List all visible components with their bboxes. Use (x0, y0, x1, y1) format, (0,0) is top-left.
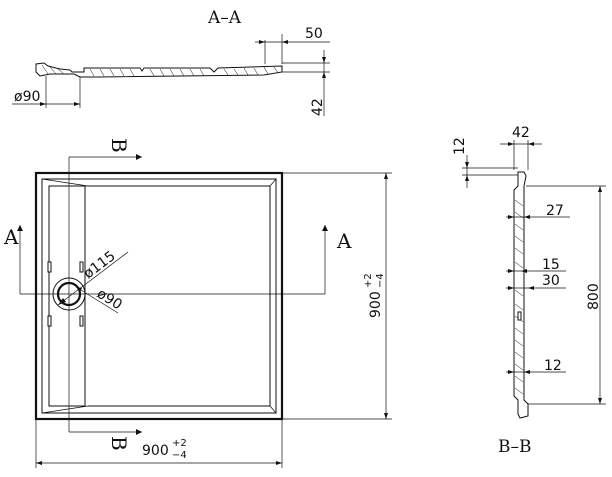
bb-27-arrow-right (524, 215, 530, 219)
bb-30-label: 30 (542, 273, 560, 289)
bb-15-arrow-left (508, 269, 514, 273)
plan-drain-inner-arrow (76, 287, 82, 292)
plan-width-label: 900 (142, 443, 169, 459)
bb-12-arrow-right (524, 370, 530, 374)
plan-drain-inner-label: ø90 (94, 286, 125, 314)
plan-bevel-tl (41, 178, 89, 187)
section-b-b-hatching (514, 199, 524, 395)
bb-27-label: 27 (546, 203, 564, 219)
plan-height-arrow-bottom (384, 413, 388, 419)
bb-top-arrow-left (508, 142, 514, 146)
bb-30-arrow-left (508, 286, 514, 290)
aa-width-arrow-right (282, 40, 288, 44)
plan-width-arrow-left (36, 461, 42, 465)
plan-view: ø115 ø90 B B A A 900 +2 −4 (3, 138, 392, 468)
aa-height-label: 42 (310, 98, 326, 116)
section-b-b-profile (513, 171, 529, 419)
bb-length-arrow-bottom (598, 398, 602, 404)
plan-drain-outer-leader (57, 251, 129, 306)
plan-height-tol-plus: +2 (363, 273, 374, 288)
plan-slot-2 (47, 315, 52, 327)
bb-12-label: 12 (544, 358, 562, 374)
plan-inner-frame (41, 178, 277, 414)
plan-slot-1 (47, 261, 52, 273)
bb-15-arrow-right (521, 269, 527, 273)
aa-width-label: 50 (305, 26, 323, 42)
bb-top-height-arrow-bottom (465, 175, 469, 181)
section-b-b: B–B 42 12 800 27 15 (452, 125, 606, 457)
plan-height-tol-minus: −4 (375, 273, 386, 288)
plan-width-tol-minus: −4 (172, 450, 187, 461)
section-a-a-profile (35, 62, 283, 78)
section-a-a: A–A 50 42 ø90 (12, 8, 330, 116)
aa-drain-arrow-right (74, 102, 80, 106)
bb-30-arrow-right (528, 286, 534, 290)
section-b-b-title: B–B (498, 437, 532, 457)
plan-outer-frame (34, 171, 284, 421)
cut-b-bottom-letter: B (107, 436, 131, 451)
bb-top-height-label: 12 (452, 137, 468, 155)
bb-length-label: 800 (586, 283, 602, 310)
aa-drain-arrow-left (40, 102, 46, 106)
bb-top-width-label: 42 (512, 125, 530, 141)
section-b-b-slot (517, 311, 522, 321)
bb-top-height-arrow-top (465, 162, 469, 168)
cut-b-bottom-arrow (136, 429, 142, 435)
bb-27-arrow-left (508, 215, 514, 219)
plan-bevel-tr (269, 178, 277, 187)
plan-drain-outer-arrow (58, 298, 66, 305)
plan-slot-4 (79, 315, 84, 327)
cut-b-top-arrow (136, 154, 142, 160)
cut-a-left-letter: A (3, 225, 19, 249)
aa-height-arrow-top (322, 57, 326, 63)
bb-length-arrow-top (598, 186, 602, 192)
plan-bevel-br (269, 405, 277, 414)
plan-height-arrow-top (384, 173, 388, 179)
aa-height-arrow-bottom (322, 72, 326, 78)
cut-a-right-letter: A (336, 229, 352, 253)
cut-b-top-letter: B (107, 138, 131, 153)
plan-width-tol-plus: +2 (172, 438, 187, 449)
plan-height-label: 900 (368, 291, 384, 318)
plan-drain-outer-label: ø115 (81, 248, 119, 282)
aa-drain-label: ø90 (14, 89, 40, 105)
section-a-a-hatching (41, 64, 279, 77)
aa-width-arrow-left (259, 40, 265, 44)
section-a-a-title: A–A (207, 8, 242, 28)
bb-12-arrow-left (508, 370, 514, 374)
plan-slot-3 (79, 261, 84, 273)
bb-top-arrow-right (528, 142, 534, 146)
plan-width-arrow-right (276, 461, 282, 465)
cut-a-left-arrow (17, 225, 23, 231)
plan-tray-bed (88, 185, 271, 407)
plan-bevel-bl (41, 405, 89, 414)
cut-a-right-arrow (322, 225, 328, 231)
bb-15-label: 15 (542, 257, 560, 273)
plan-drain-inner-leader (75, 286, 119, 314)
